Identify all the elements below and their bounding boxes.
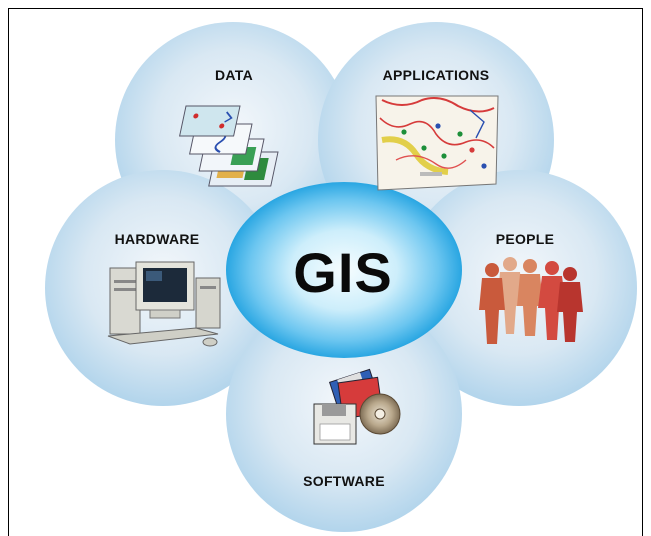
people-label: PEOPLE	[496, 231, 555, 247]
people-icon	[479, 257, 583, 344]
data-layers-icon	[179, 105, 279, 187]
gis-center-ellipse	[226, 182, 462, 358]
data-label: DATA	[215, 67, 253, 83]
computer-icon	[107, 261, 221, 347]
applications-map-icon	[375, 95, 499, 191]
software-disks-icon	[313, 368, 401, 445]
applications-label: APPLICATIONS	[383, 67, 490, 83]
software-label: SOFTWARE	[303, 473, 385, 489]
hardware-label: HARDWARE	[115, 231, 200, 247]
gis-center-label: GIS	[293, 241, 392, 304]
